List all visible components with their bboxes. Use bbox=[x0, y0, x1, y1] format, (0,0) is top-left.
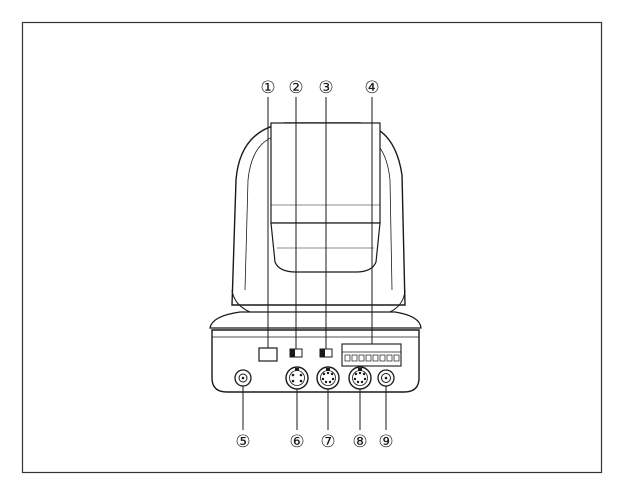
part-5-power-jack bbox=[234, 369, 252, 387]
callout-5: ⑤ bbox=[235, 432, 250, 452]
callout-9: ⑨ bbox=[378, 432, 393, 452]
camera-head bbox=[231, 122, 406, 313]
part-6-connector bbox=[285, 366, 309, 390]
callout-8: ⑧ bbox=[352, 432, 367, 452]
leader-lines bbox=[242, 97, 387, 430]
part-1-sensor bbox=[258, 347, 278, 362]
callout-4: ④ bbox=[364, 78, 379, 98]
part-9-jack bbox=[377, 369, 395, 387]
callout-3: ③ bbox=[318, 78, 333, 98]
callout-6: ⑥ bbox=[289, 432, 304, 452]
callout-2: ② bbox=[288, 78, 303, 98]
part-4-terminal-block bbox=[341, 343, 402, 367]
callout-7: ⑦ bbox=[320, 432, 335, 452]
part-8-connector bbox=[348, 366, 372, 390]
figure-border bbox=[21, 21, 603, 474]
callout-1: ① bbox=[260, 78, 275, 98]
part-2-switch bbox=[289, 348, 303, 358]
part-3-switch bbox=[319, 348, 333, 358]
part-7-connector bbox=[316, 366, 340, 390]
